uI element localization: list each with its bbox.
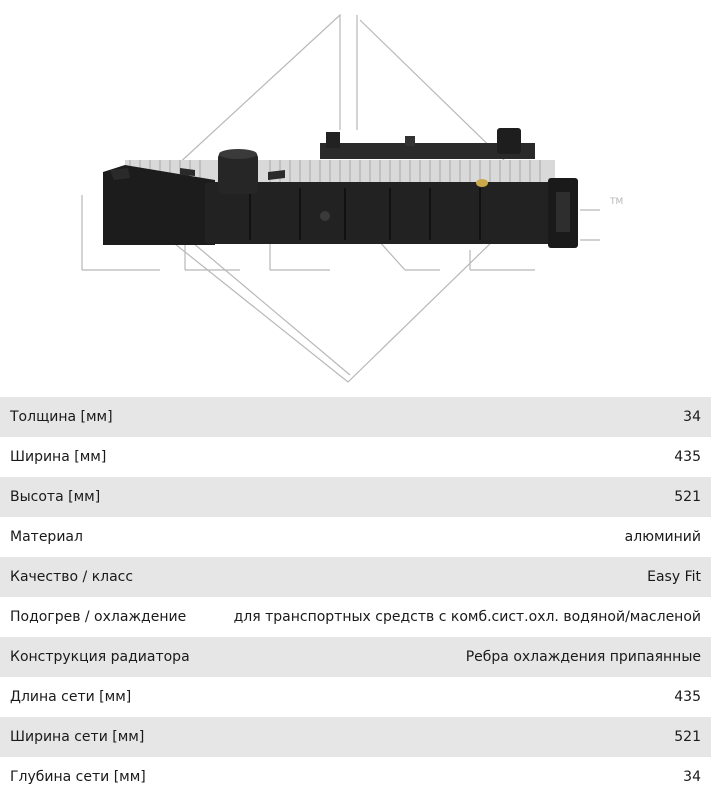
- lower-tank: [205, 182, 560, 244]
- spec-label: Толщина [мм]: [10, 409, 113, 425]
- spec-row-quality: Качество / класс Easy Fit: [0, 557, 711, 597]
- product-image: TM: [0, 0, 711, 397]
- spec-label: Глубина сети [мм]: [10, 769, 146, 785]
- spec-label: Высота [мм]: [10, 489, 101, 505]
- spec-value: 34: [683, 769, 701, 785]
- radiator-illustration: TM: [81, 13, 623, 383]
- spec-label: Подогрев / охлаждение: [10, 609, 187, 625]
- tank-boss: [320, 211, 330, 221]
- left-hose-rim: [219, 149, 257, 159]
- trademark-mark: TM: [609, 197, 623, 207]
- right-bracket: [556, 192, 570, 232]
- watermark-logo: [81, 13, 600, 383]
- spec-label: Материал: [10, 529, 83, 545]
- mount-pin: [405, 136, 415, 146]
- spec-value: 521: [674, 729, 701, 745]
- spec-value: 34: [683, 409, 701, 425]
- tank-ribs: [249, 188, 481, 240]
- spec-value: Easy Fit: [647, 569, 701, 585]
- upper-hose-neck: [497, 128, 521, 154]
- spec-value: 435: [674, 449, 701, 465]
- specs-table: Толщина [мм] 34 Ширина [мм] 435 Высота […: [0, 397, 711, 797]
- drain-plug: [476, 179, 488, 187]
- spec-label: Ширина сети [мм]: [10, 729, 145, 745]
- left-tank: [103, 165, 215, 245]
- spec-row-construction: Конструкция радиатора Ребра охлаждения п…: [0, 637, 711, 677]
- right-clip: [268, 170, 285, 180]
- spec-row-thickness: Толщина [мм] 34: [0, 397, 711, 437]
- spec-value: Ребра охлаждения припаянные: [465, 649, 701, 665]
- left-hose-neck: [218, 152, 258, 194]
- top-rail: [320, 143, 535, 159]
- spec-value: алюминий: [624, 529, 701, 545]
- spec-label: Качество / класс: [10, 569, 134, 585]
- mid-clip: [180, 168, 195, 176]
- bleed-fitting: [326, 132, 340, 148]
- spec-label: Ширина [мм]: [10, 449, 107, 465]
- spec-value: для транспортных средств с комб.сист.охл…: [233, 609, 701, 625]
- left-clip: [110, 168, 130, 180]
- spec-row-core-length: Длина сети [мм] 435: [0, 677, 711, 717]
- spec-row-core-depth: Глубина сети [мм] 34: [0, 757, 711, 797]
- spec-label: Длина сети [мм]: [10, 689, 132, 705]
- spec-row-core-width: Ширина сети [мм] 521: [0, 717, 711, 757]
- spec-row-material: Материал алюминий: [0, 517, 711, 557]
- spec-row-height: Высота [мм] 521: [0, 477, 711, 517]
- spec-row-heating-cooling: Подогрев / охлаждение для транспортных с…: [0, 597, 711, 637]
- spec-value: 521: [674, 489, 701, 505]
- spec-label: Конструкция радиатора: [10, 649, 190, 665]
- spec-value: 435: [674, 689, 701, 705]
- spec-row-width: Ширина [мм] 435: [0, 437, 711, 477]
